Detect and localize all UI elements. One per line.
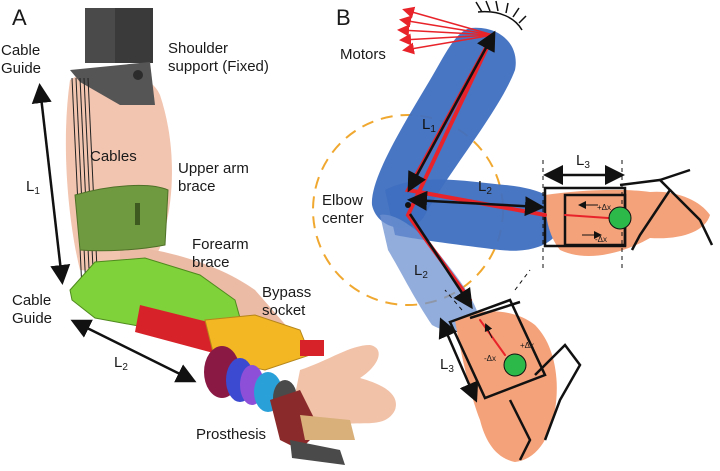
- motors-label: Motors: [340, 46, 386, 63]
- plus-delta-x-bottom: +Δx: [520, 341, 535, 350]
- panel-a-letter: A: [12, 5, 27, 30]
- elbow-joint-dot: [405, 202, 411, 208]
- l2-dimension-arrow: [70, 319, 197, 383]
- hand-skin: [295, 345, 396, 426]
- l1-label-b: L1: [422, 116, 436, 135]
- forearm-brace: [69, 257, 241, 331]
- panel-a-illustration: [31, 8, 396, 465]
- prosthesis-gripper: [270, 390, 355, 465]
- green-marker-right: [608, 206, 632, 230]
- dimension-arrows: [407, 30, 625, 403]
- plus-delta-x-right: +Δx: [597, 203, 612, 212]
- watermark-text: 뉴시스: [626, 412, 687, 437]
- l2-label-a: L2: [114, 354, 128, 373]
- elbow-center-label: Elbow center: [322, 192, 364, 227]
- l3-label-bottom: L3: [440, 356, 454, 375]
- forearm-brace-label: Forearm brace: [192, 236, 249, 271]
- panel-b-letter: B: [336, 5, 351, 30]
- prosthesis-label: Prosthesis: [196, 426, 267, 443]
- panel-b-diagram: [312, 0, 714, 462]
- minus-delta-x-bottom: -Δx: [484, 354, 497, 363]
- fixed-wall: [475, 0, 527, 31]
- upper-arm-brace: [74, 184, 169, 252]
- l1-dimension-arrow: [31, 83, 71, 285]
- l2-label-b-lower: L2: [414, 262, 428, 281]
- hand-bottom: [455, 311, 557, 462]
- l1-label-a: L1: [26, 178, 40, 197]
- shoulder-support-label: Shoulder support (Fixed): [168, 40, 269, 75]
- cables-label: Cables: [90, 148, 137, 165]
- watermark-logo: [611, 409, 703, 449]
- cables: [71, 77, 99, 291]
- brace-slot: [135, 203, 140, 225]
- upper-arm-brace-label: Upper arm brace: [178, 160, 249, 195]
- green-marker-bottom: [503, 353, 527, 377]
- cable-guide-top-label: Cable Guide: [1, 42, 42, 77]
- bypass-socket-label: Bypass socket: [262, 284, 312, 319]
- prosthesis-wrist: [204, 346, 297, 416]
- shoulder-support: [70, 8, 155, 105]
- l2-label-b-upper: L2: [478, 178, 492, 197]
- minus-delta-x-right: -Δx: [595, 235, 608, 244]
- socket-clip: [300, 340, 324, 356]
- l3-label-right: L3: [576, 152, 590, 171]
- cable-guide-bottom-label: Cable Guide: [12, 292, 53, 327]
